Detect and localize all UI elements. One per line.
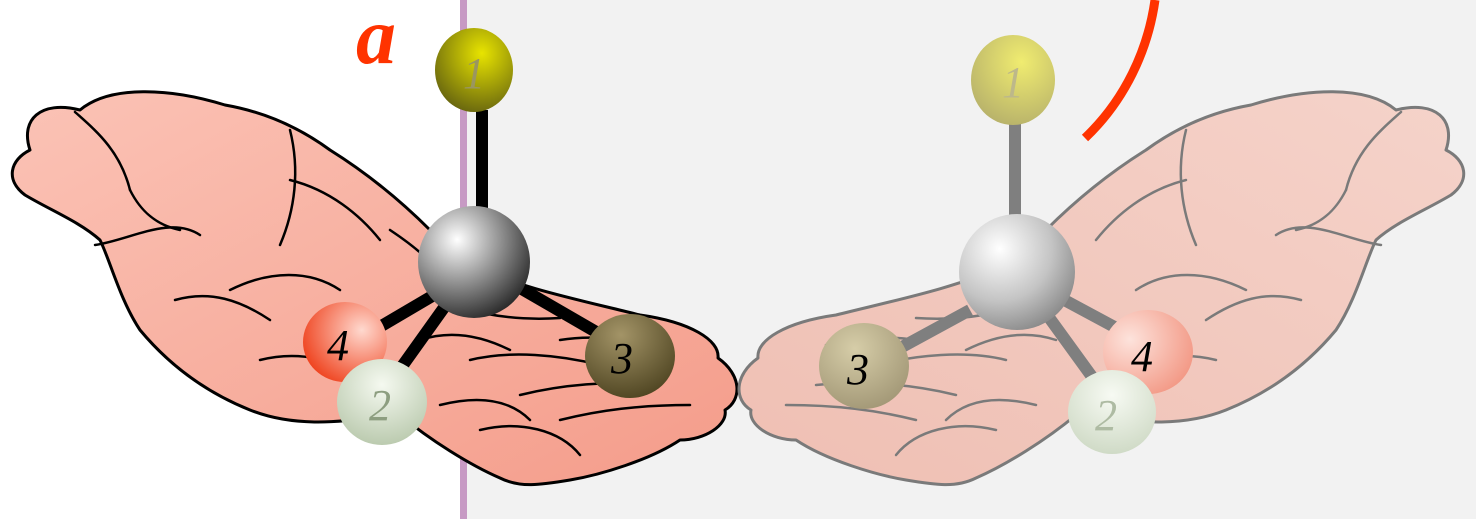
substituent-1-right: 1 — [971, 35, 1055, 125]
substituent-label: 4 — [1131, 332, 1153, 381]
molecule-right: 1 3 4 2 — [819, 35, 1193, 454]
substituent-label: 4 — [327, 321, 349, 370]
bonds-left — [374, 110, 614, 376]
substituent-label: 1 — [1002, 58, 1024, 107]
substituent-3-right: 3 — [819, 323, 909, 409]
substituent-3-left: 3 — [585, 314, 675, 398]
substituent-label: 1 — [463, 49, 485, 98]
substituent-label: 2 — [369, 381, 391, 430]
substituent-1-left: 1 — [435, 28, 513, 112]
rotation-arc — [1081, 0, 1160, 142]
carbon-atom-right — [959, 214, 1075, 330]
substituent-label: 3 — [846, 345, 869, 394]
substituent-label: 3 — [610, 334, 633, 383]
substituent-2-right: 2 — [1068, 370, 1156, 454]
substituent-label: 2 — [1095, 391, 1117, 440]
substituent-2-left: 2 — [337, 359, 427, 445]
molecule-left: 1 4 2 3 — [303, 28, 675, 445]
panel-label-a: a — [356, 0, 396, 81]
carbon-atom-left — [418, 206, 530, 318]
